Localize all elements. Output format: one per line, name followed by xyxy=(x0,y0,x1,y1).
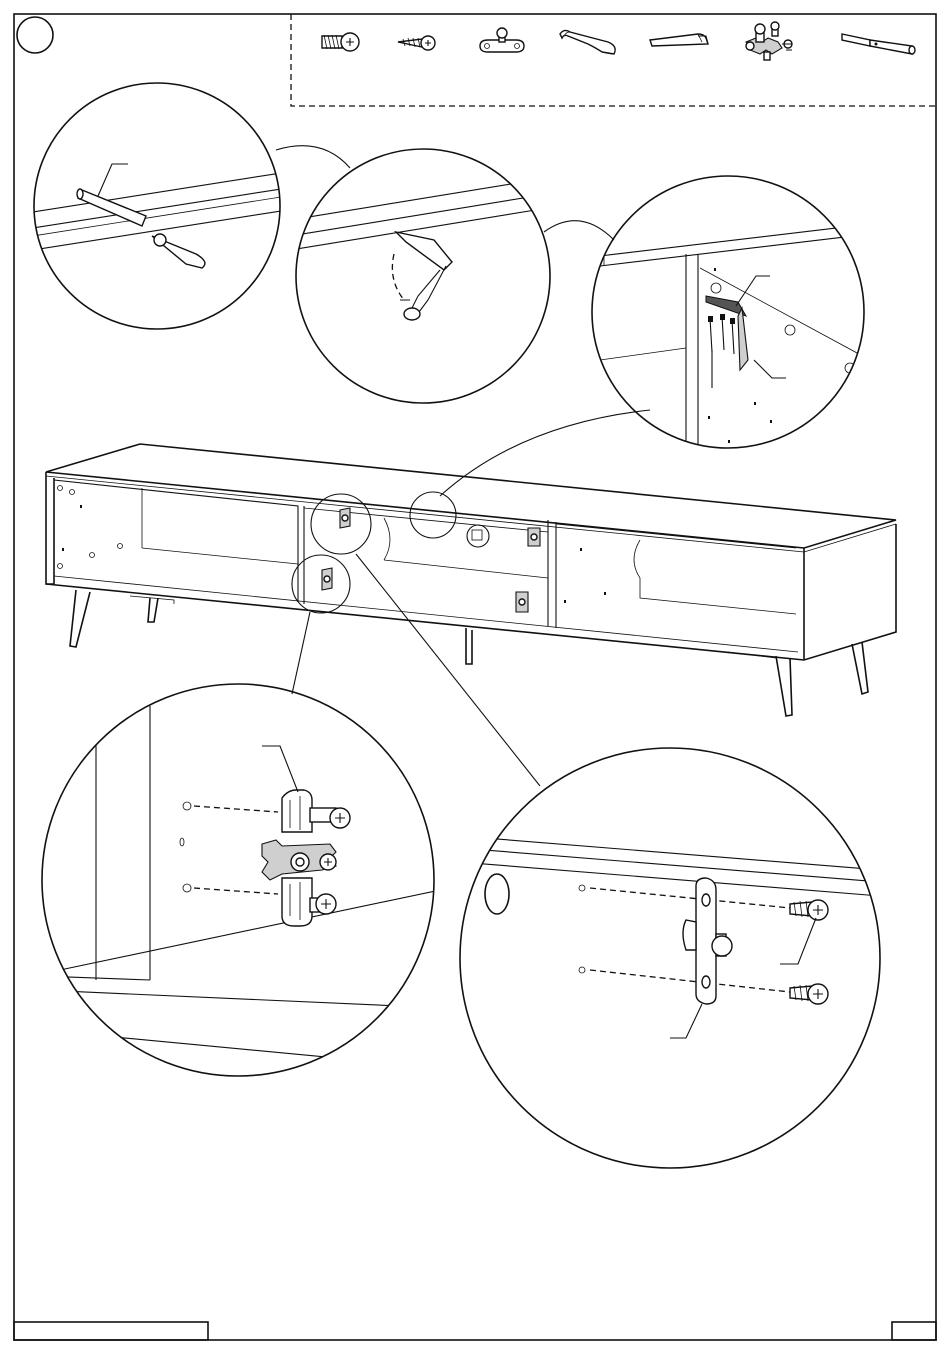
connector-arc-2 xyxy=(544,221,614,240)
connector-arc-1 xyxy=(276,146,350,168)
tv-cabinet xyxy=(46,444,896,716)
page-border xyxy=(14,14,936,1340)
cabinet-cam-fitting-upper xyxy=(340,508,350,528)
wood-screw-icon xyxy=(398,36,435,50)
cabinet-cam-fitting-lower xyxy=(322,568,332,590)
footer-left-box xyxy=(14,1322,208,1340)
cabinet-top xyxy=(46,444,896,548)
stud-plate-icon xyxy=(480,28,524,52)
leader-to-support-detail xyxy=(440,410,650,496)
short-screw-icon xyxy=(322,33,359,51)
leg-back-right xyxy=(852,642,868,694)
cabinet-left-panel xyxy=(46,472,54,584)
callout-ring-cam-lower xyxy=(292,555,350,613)
cable-hole xyxy=(467,525,489,547)
cabinet-cam-fitting-right xyxy=(528,528,540,546)
detail-cam-fitting xyxy=(40,684,440,1076)
dowel-pin-icon xyxy=(842,34,915,54)
leg-front-left xyxy=(70,590,90,647)
cabinet-cam-fitting-right-low xyxy=(516,592,528,612)
parts-legend xyxy=(291,14,936,106)
detail-pin-insertion xyxy=(20,83,300,329)
curved-support-bracket-icon xyxy=(560,30,615,54)
detail-stud-plate xyxy=(460,748,880,1168)
leg-front-right xyxy=(776,656,792,716)
leader-to-plate-detail xyxy=(356,554,540,786)
cam-fitting-assembly-icon xyxy=(746,22,792,60)
step-badge xyxy=(17,17,53,53)
flat-support-bracket-icon xyxy=(650,34,708,46)
detail-support-screwed xyxy=(592,176,870,450)
leg-middle xyxy=(466,628,472,664)
footer-right-box xyxy=(892,1322,936,1340)
legend-dashed-frame xyxy=(291,14,936,106)
leader-to-cam-detail xyxy=(292,612,310,694)
leg-back-left xyxy=(148,598,158,622)
detail-support-swing xyxy=(290,149,560,403)
